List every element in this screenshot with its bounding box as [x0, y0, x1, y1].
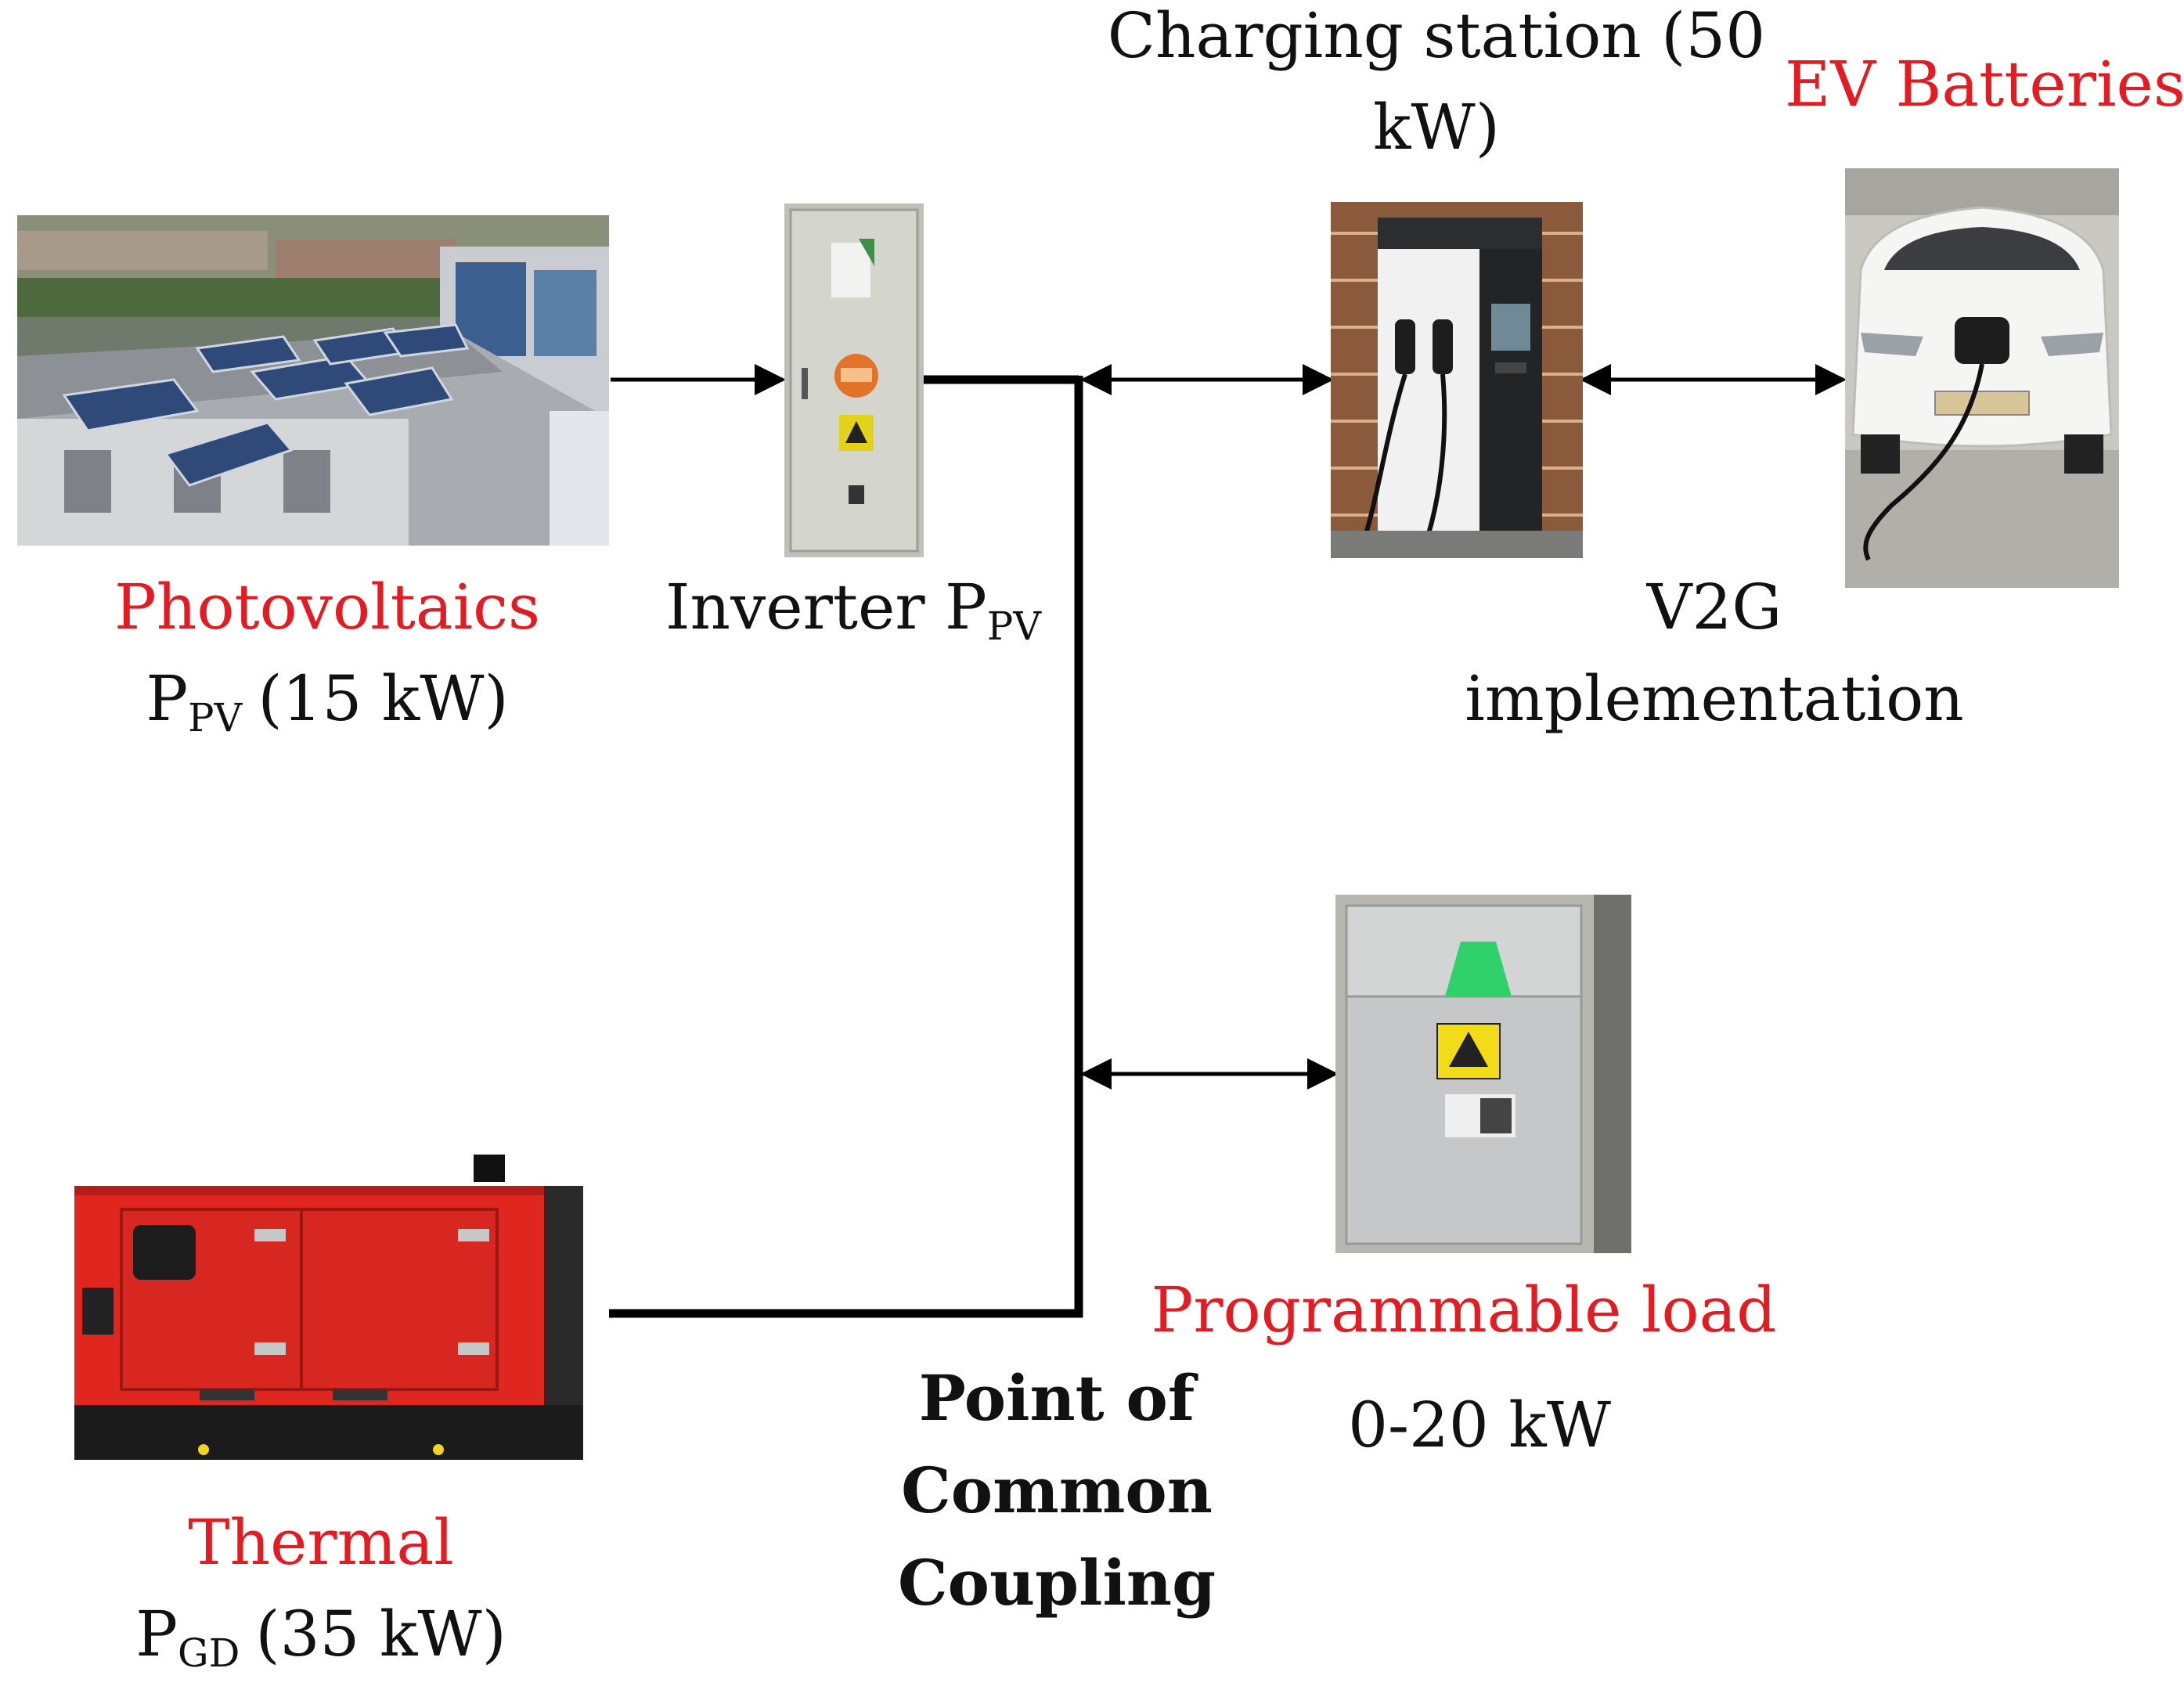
inverter-label-text: Inverter P: [665, 571, 987, 643]
photovoltaic-array-image: [17, 215, 609, 546]
programmable-load-title: Programmable load: [1151, 1274, 1777, 1346]
v2g-label-line1: V2G: [1646, 571, 1782, 643]
thermal-title: Thermal: [188, 1506, 454, 1579]
pv-power-symbol: P: [146, 662, 189, 735]
gd-power-subscript: GD: [178, 1630, 240, 1676]
inverter-cabinet-image: [784, 204, 924, 557]
inverter-label: Inverter PPV: [642, 571, 1065, 649]
pv-power-subscript: PV: [188, 694, 243, 740]
electric-vehicle-image: [1845, 168, 2119, 588]
thermal-rating-label: PGD (35 kW): [78, 1598, 564, 1676]
programmable-load-image: [1335, 895, 1631, 1253]
thermal-generator-image: [74, 1155, 583, 1475]
charging-station-title-line2: kW): [1373, 91, 1500, 164]
photovoltaics-rating-label: PPV (15 kW): [85, 663, 570, 740]
ev-batteries-title: EV Batteries: [1785, 48, 2184, 121]
charging-station-title-line1: Charging station (50: [1107, 0, 1766, 72]
pcc-label-line1: Point of: [918, 1361, 1195, 1435]
gd-power-value: (35 kW): [255, 1598, 506, 1670]
programmable-load-range: 0-20 kW: [1348, 1389, 1611, 1461]
charging-station-image: [1331, 202, 1583, 558]
pcc-label-line2: Common: [901, 1454, 1213, 1527]
pv-power-value: (15 kW): [258, 662, 509, 735]
gd-power-symbol: P: [135, 1598, 178, 1670]
pcc-label-line3: Coupling: [897, 1546, 1216, 1620]
inverter-label-subscript: PV: [986, 603, 1042, 649]
photovoltaics-title: Photovoltaics: [114, 571, 541, 643]
v2g-label-line2: implementation: [1465, 662, 1964, 735]
